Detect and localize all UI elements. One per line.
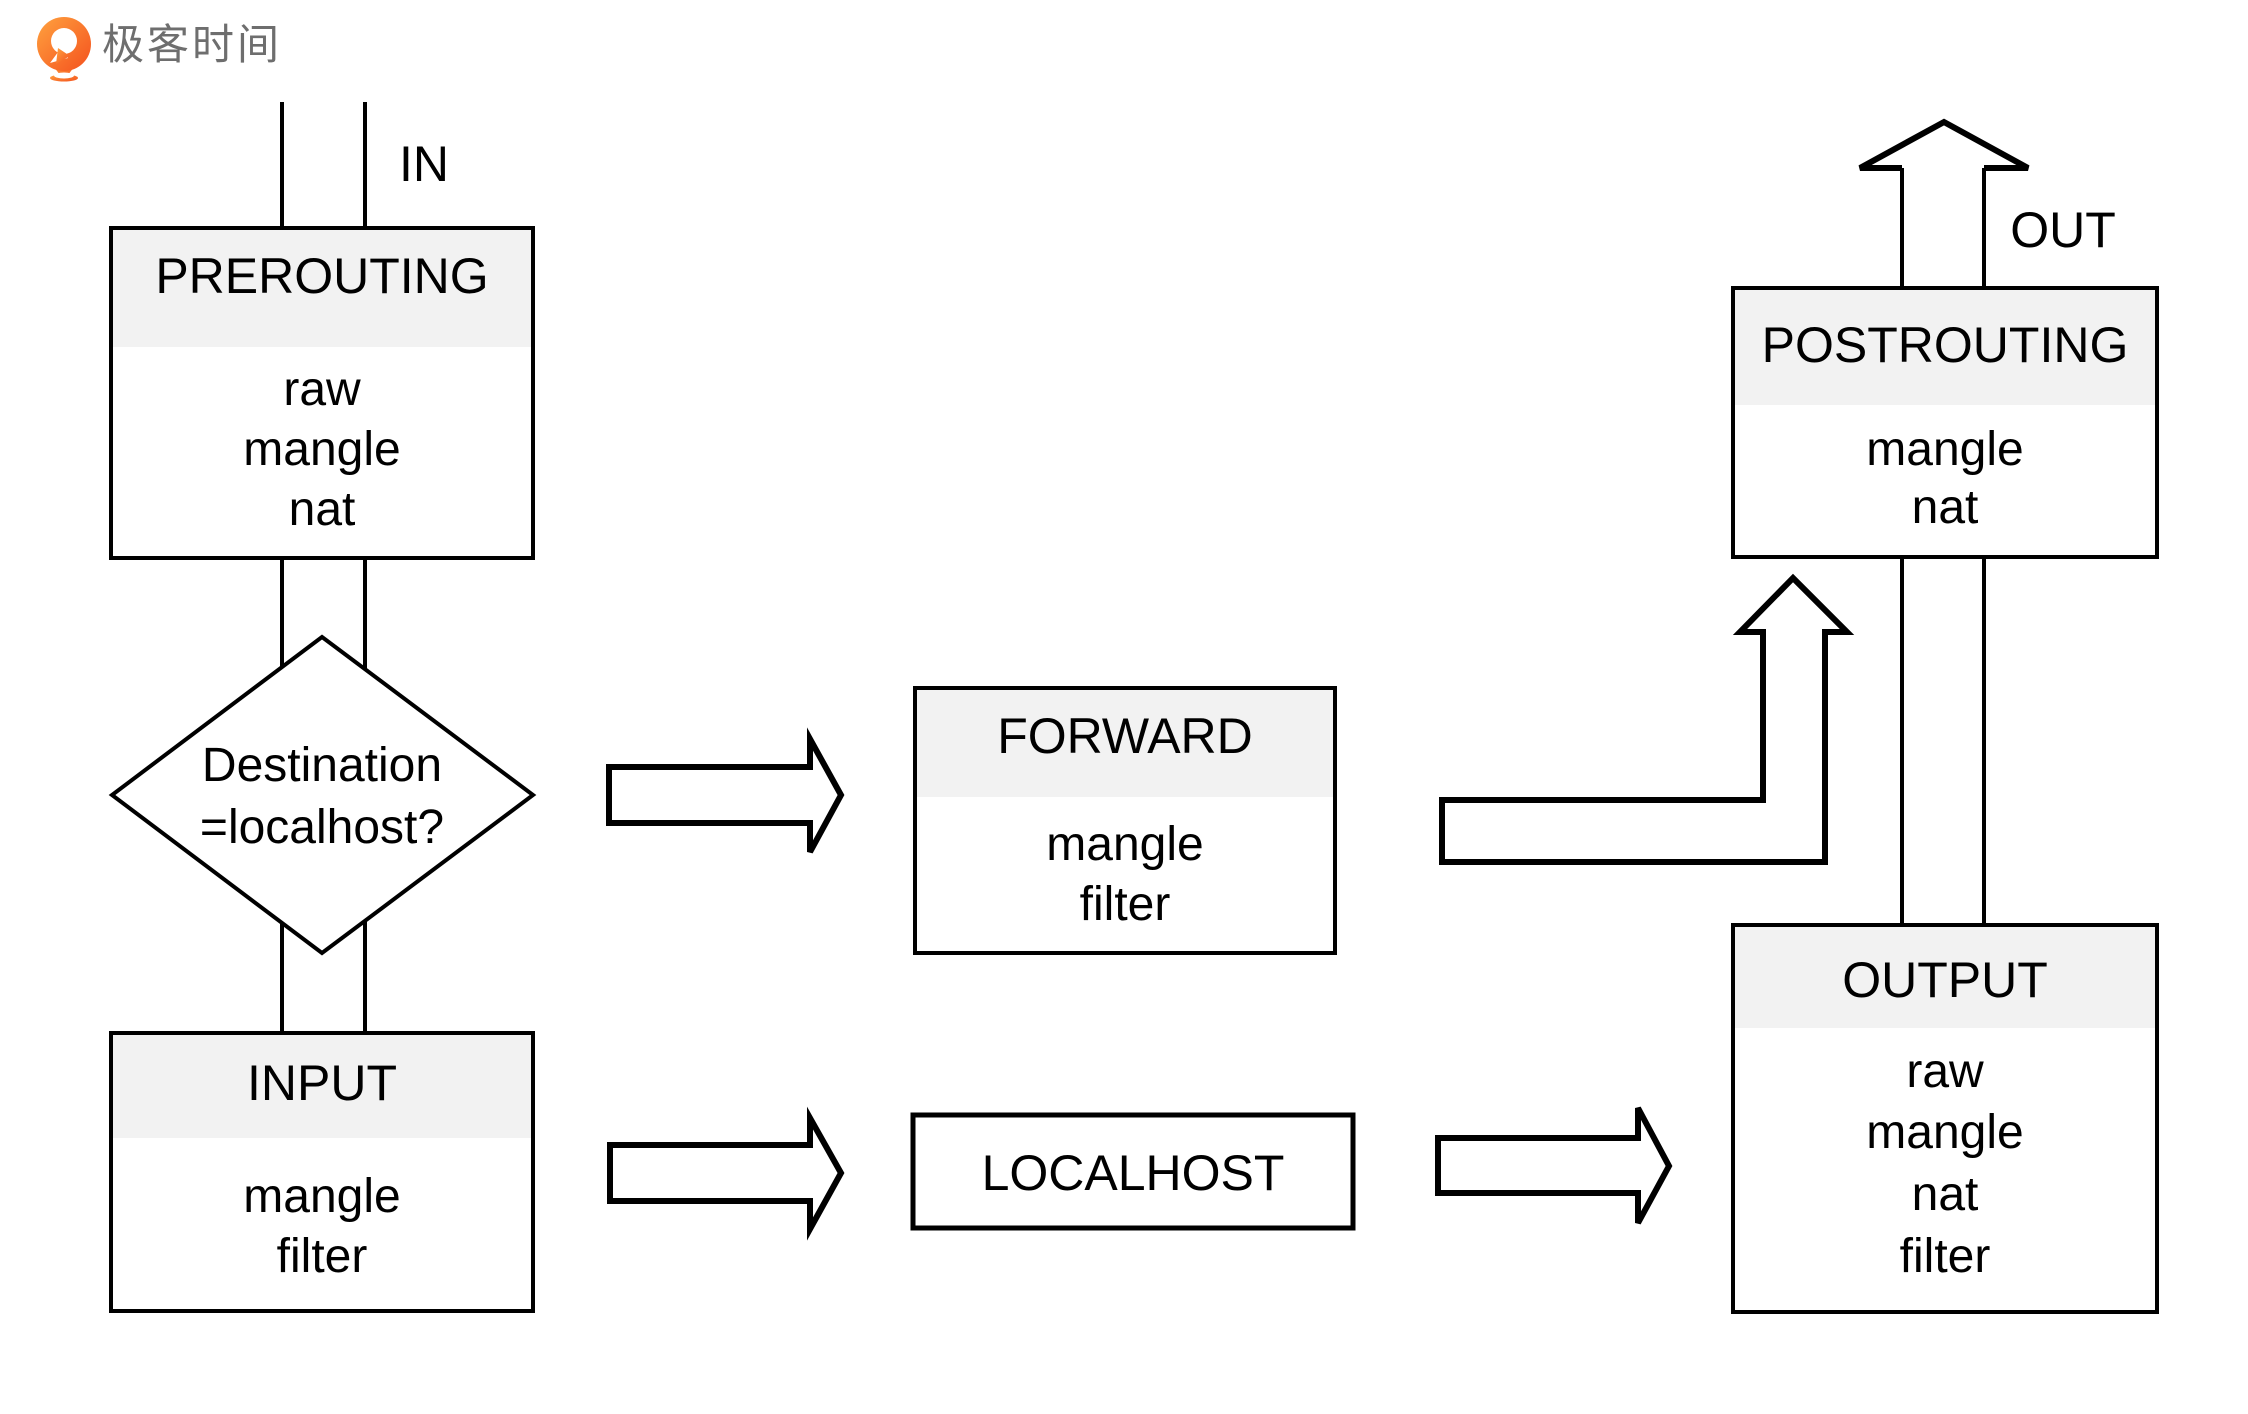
- postrouting-title: POSTROUTING: [1762, 317, 2129, 373]
- output-box: OUTPUT raw mangle nat filter: [1731, 923, 2159, 1314]
- decision-to-forward-arrow: [606, 727, 845, 854]
- input-header: [111, 1033, 533, 1138]
- output-table-mangle: mangle: [1866, 1106, 2023, 1159]
- out-arrowhead: [1858, 118, 2030, 171]
- input-to-localhost-arrow: [607, 1106, 845, 1241]
- output-title: OUTPUT: [1842, 952, 2048, 1008]
- forward-header: [915, 688, 1335, 797]
- localhost-title: LOCALHOST: [982, 1145, 1285, 1201]
- geektime-pin-inner: [51, 28, 77, 54]
- output-header: [1733, 925, 2157, 1028]
- input-title: INPUT: [247, 1055, 397, 1111]
- prerouting-title: PREROUTING: [155, 248, 488, 304]
- brand-name: 极客时间: [102, 21, 282, 68]
- out-label: OUT: [2010, 202, 2116, 258]
- postrouting-table-nat: nat: [1912, 481, 1979, 534]
- input-table-mangle: mangle: [243, 1170, 400, 1223]
- geektime-logo: 极客时间: [37, 17, 282, 82]
- prerouting-table-nat: nat: [289, 483, 356, 536]
- output-table-nat: nat: [1912, 1168, 1979, 1221]
- decision-line1: Destination: [202, 739, 442, 792]
- localhost-box: LOCALHOST: [910, 1112, 1356, 1231]
- prerouting-table-raw: raw: [283, 363, 361, 416]
- forward-title: FORWARD: [997, 708, 1253, 764]
- decision-line2: =localhost?: [200, 801, 444, 854]
- forward-to-postrouting-arrow: [1439, 573, 1855, 865]
- output-table-raw: raw: [1906, 1045, 1984, 1098]
- geektime-pin-base-cut: [54, 72, 74, 79]
- prerouting-table-mangle: mangle: [243, 423, 400, 476]
- output-border: [1731, 923, 2159, 1314]
- input-border: [109, 1031, 535, 1313]
- localhost-border: [910, 1112, 1356, 1231]
- postrouting-box: POSTROUTING mangle nat: [1731, 286, 2159, 559]
- postrouting-border: [1731, 286, 2159, 559]
- input-box: INPUT mangle filter: [109, 1031, 535, 1313]
- localhost-to-output-arrow: [1435, 1106, 1673, 1225]
- forward-table-mangle: mangle: [1046, 818, 1203, 871]
- forward-box: FORWARD mangle filter: [913, 686, 1337, 955]
- geektime-pin-arrow: [56, 48, 70, 64]
- prerouting-border: [109, 226, 535, 560]
- postrouting-header: [1733, 288, 2157, 405]
- forward-table-filter: filter: [1080, 878, 1171, 931]
- output-table-filter: filter: [1900, 1230, 1991, 1283]
- postrouting-table-mangle: mangle: [1866, 423, 2023, 476]
- forward-border: [913, 686, 1337, 955]
- prerouting-header: [111, 228, 533, 347]
- prerouting-box: PREROUTING raw mangle nat: [109, 226, 535, 560]
- input-table-filter: filter: [277, 1230, 368, 1283]
- destination-decision-diamond: [108, 634, 537, 956]
- in-label: IN: [399, 136, 449, 192]
